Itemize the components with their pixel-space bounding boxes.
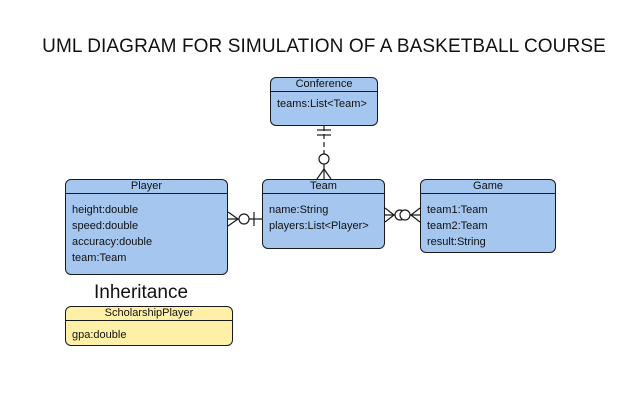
attribute: team1:Team <box>427 204 488 216</box>
attribute: team:Team <box>72 252 127 264</box>
attribute: players:List<Player> <box>269 220 369 232</box>
attribute: gpa:double <box>72 329 127 341</box>
class-name: Game <box>421 180 555 194</box>
class-name: Conference <box>271 78 377 92</box>
conference-team-relationship <box>316 126 332 180</box>
attribute: name:String <box>269 204 329 216</box>
inheritance-label: Inheritance <box>94 282 189 303</box>
diagram-title: UML DIAGRAM FOR SIMULATION OF A BASKETBA… <box>42 36 606 57</box>
attribute: result:String <box>427 236 486 248</box>
attribute: teams:List<Team> <box>277 98 367 110</box>
class-game[interactable]: Game team1:Team team2:Team result:String <box>420 179 556 253</box>
team-game-relationship <box>384 207 421 223</box>
class-name: Player <box>66 180 227 194</box>
attribute: speed:double <box>72 220 139 232</box>
attribute: accuracy:double <box>72 236 153 248</box>
attribute: height:double <box>72 204 139 216</box>
player-team-relationship <box>227 211 262 227</box>
class-player[interactable]: Player height:double speed:double accura… <box>65 179 228 275</box>
class-conference[interactable]: Conference teams:List<Team> <box>270 77 378 126</box>
class-team[interactable]: Team name:String players:List<Player> <box>262 179 385 249</box>
class-name: Team <box>263 180 384 194</box>
class-scholarship-player[interactable]: ScholarshipPlayer gpa:double <box>65 306 233 346</box>
class-name: ScholarshipPlayer <box>66 307 232 321</box>
attribute: team2:Team <box>427 220 488 232</box>
